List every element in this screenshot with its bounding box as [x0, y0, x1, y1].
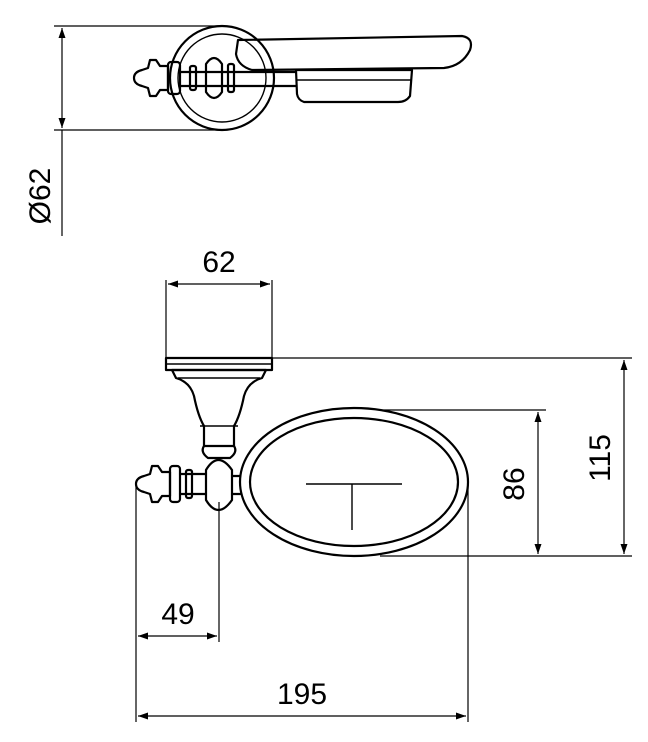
dim-width-plate-label: 62: [202, 246, 235, 279]
dim-height-dish: 86: [380, 409, 546, 554]
front-finial: [134, 464, 172, 504]
dim-diameter-label: Ø62: [24, 168, 57, 225]
top-arm-ring-a: [188, 64, 198, 92]
dim-height-total: 115: [272, 357, 632, 557]
dim-height-total-label: 115: [584, 434, 617, 482]
front-arm-collar: [168, 464, 182, 504]
top-finial: [132, 58, 170, 98]
top-rosette-inner: [177, 33, 267, 123]
top-arm-ring-b: [226, 62, 236, 94]
front-neck: [201, 444, 237, 460]
dim-offset-wall-label: 49: [161, 598, 194, 631]
front-ring-outer: [238, 406, 470, 558]
front-arm-knob: [204, 458, 234, 512]
top-dish-bowl: [294, 68, 414, 104]
front-arm-ring: [184, 468, 194, 500]
dim-width-plate: 62: [165, 246, 273, 358]
front-dish: [248, 416, 460, 548]
top-arm-collar: [166, 60, 182, 96]
front-view: [134, 356, 470, 558]
top-arm-knob: [204, 56, 224, 100]
dim-height-dish-label: 86: [498, 467, 531, 500]
dim-diameter: Ø62: [24, 25, 222, 236]
front-bracket: [170, 368, 268, 448]
dim-offset-wall: 49: [135, 486, 220, 722]
dim-length-total-label: 195: [277, 678, 327, 711]
dim-length-total: 195: [138, 482, 469, 722]
top-view: [132, 24, 473, 132]
top-dish-rim: [234, 34, 473, 72]
